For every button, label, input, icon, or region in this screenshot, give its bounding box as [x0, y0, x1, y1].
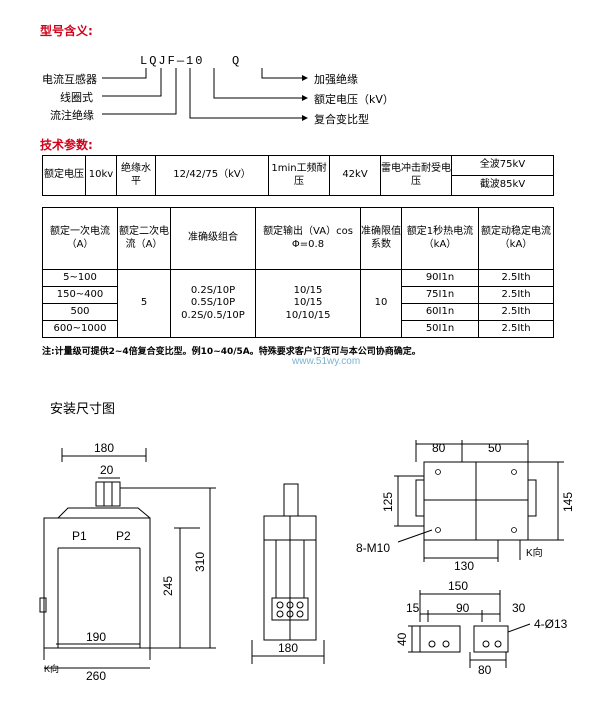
k-direction-front: K向	[44, 663, 59, 674]
base-view	[408, 590, 531, 668]
hole-spec: 4-Ø13	[534, 617, 568, 631]
screw-spec: 8-M10	[356, 541, 390, 555]
dim-top-80: 80	[432, 441, 446, 455]
dim-front-260: 260	[86, 669, 106, 683]
watermark: www.51wy.com	[292, 356, 361, 367]
section-title-model: 型号含义:	[40, 24, 93, 38]
model-letter-l: L	[140, 54, 150, 68]
dim-front-20: 20	[100, 463, 114, 477]
model-letter-q: Q	[149, 54, 159, 68]
top-view-holes	[435, 469, 517, 533]
rated-voltage-label: 额定电压	[42, 155, 86, 196]
section-title-install: 安装尺寸图	[50, 402, 116, 417]
header-primary-current: 额定一次电流（A）	[42, 207, 118, 270]
dim-base-40: 40	[395, 632, 409, 646]
dim-base-90: 90	[456, 601, 470, 615]
model-label-ct: 电流互感器	[42, 73, 97, 86]
terminal-p2: P2	[116, 529, 131, 543]
header-alf: 准确限值系数	[360, 207, 402, 270]
model-dash: —	[176, 54, 187, 68]
dim-top-50: 50	[488, 441, 502, 455]
rated-voltage-value: 10kv	[85, 155, 117, 196]
model-letter-j: J	[158, 54, 168, 68]
output-cell: 10/15 10/15 10/10/15	[255, 269, 361, 338]
model-number: 10	[186, 54, 205, 68]
model-label-reinforced: 加强绝缘	[314, 73, 358, 86]
header-secondary-current: 额定二次电流（A）	[117, 207, 171, 270]
dim-top-130: 130	[454, 559, 474, 573]
model-suffix: Q	[232, 54, 242, 68]
dim-front-180: 180	[94, 441, 114, 455]
dim-front-190: 190	[86, 630, 106, 644]
output-line: 10/10/15	[285, 309, 331, 321]
model-label-insulation: 流注绝缘	[50, 109, 94, 122]
terminal-p1: P1	[72, 529, 87, 543]
output-line: 10/15	[293, 284, 323, 296]
section-title-params: 技术参数:	[40, 138, 93, 152]
model-code: LQJF—10 Q	[140, 54, 241, 68]
accuracy-line: 0.2S/0.5/10P	[181, 309, 245, 321]
dim-top-145: 145	[561, 492, 575, 512]
side-view	[251, 483, 325, 664]
dim-base-80: 80	[478, 663, 492, 677]
dynamic-cell: 2.5Ith	[478, 320, 554, 338]
dim-side-180: 180	[278, 641, 298, 655]
params-table-1: 额定电压 10kv 绝缘水平 12/42/75（kV） 1min工频耐压 42k…	[42, 155, 554, 196]
accuracy-line: 0.2S/10P	[190, 284, 236, 296]
insulation-label: 绝缘水平	[116, 155, 156, 196]
params-table-2: 额定一次电流（A） 额定二次电流（A） 准确级组合 额定输出（VA）cos Φ=…	[42, 207, 554, 338]
header-output: 额定输出（VA）cos Φ=0.8	[255, 207, 361, 270]
front-view	[39, 448, 216, 669]
power-freq-label: 1min工频耐压	[268, 155, 330, 196]
footnote: 注:计量级可提供2~4倍复合变比型。例10~40/5A。特殊要求客户订货可与本公…	[42, 347, 421, 357]
dim-base-15: 15	[406, 601, 420, 615]
alf-cell: 10	[360, 269, 402, 338]
secondary-current-cell: 5	[117, 269, 171, 338]
model-label-coil: 线圈式	[60, 91, 93, 104]
top-view	[394, 440, 564, 562]
k-direction-top: K向	[526, 546, 543, 559]
model-label-voltage: 额定电压（kV）	[314, 93, 394, 106]
dim-base-150: 150	[448, 579, 468, 593]
dim-front-245: 245	[161, 576, 175, 596]
accuracy-line: 0.5S/10P	[190, 297, 236, 309]
model-leader-lines	[102, 68, 308, 121]
chopped-wave-value: 截波85kV	[451, 175, 554, 196]
model-letter-f: F	[167, 54, 177, 68]
lightning-label: 雷电冲击耐受电压	[380, 155, 452, 196]
header-dynamic: 额定动稳定电流（kA）	[478, 207, 554, 270]
primary-current-cell: 600~1000	[42, 320, 118, 338]
dim-base-30: 30	[512, 601, 526, 615]
model-label-ratio: 复合变比型	[314, 113, 369, 126]
dim-top-125: 125	[381, 492, 395, 512]
dim-front-310: 310	[193, 552, 207, 572]
output-line: 10/15	[293, 297, 323, 309]
